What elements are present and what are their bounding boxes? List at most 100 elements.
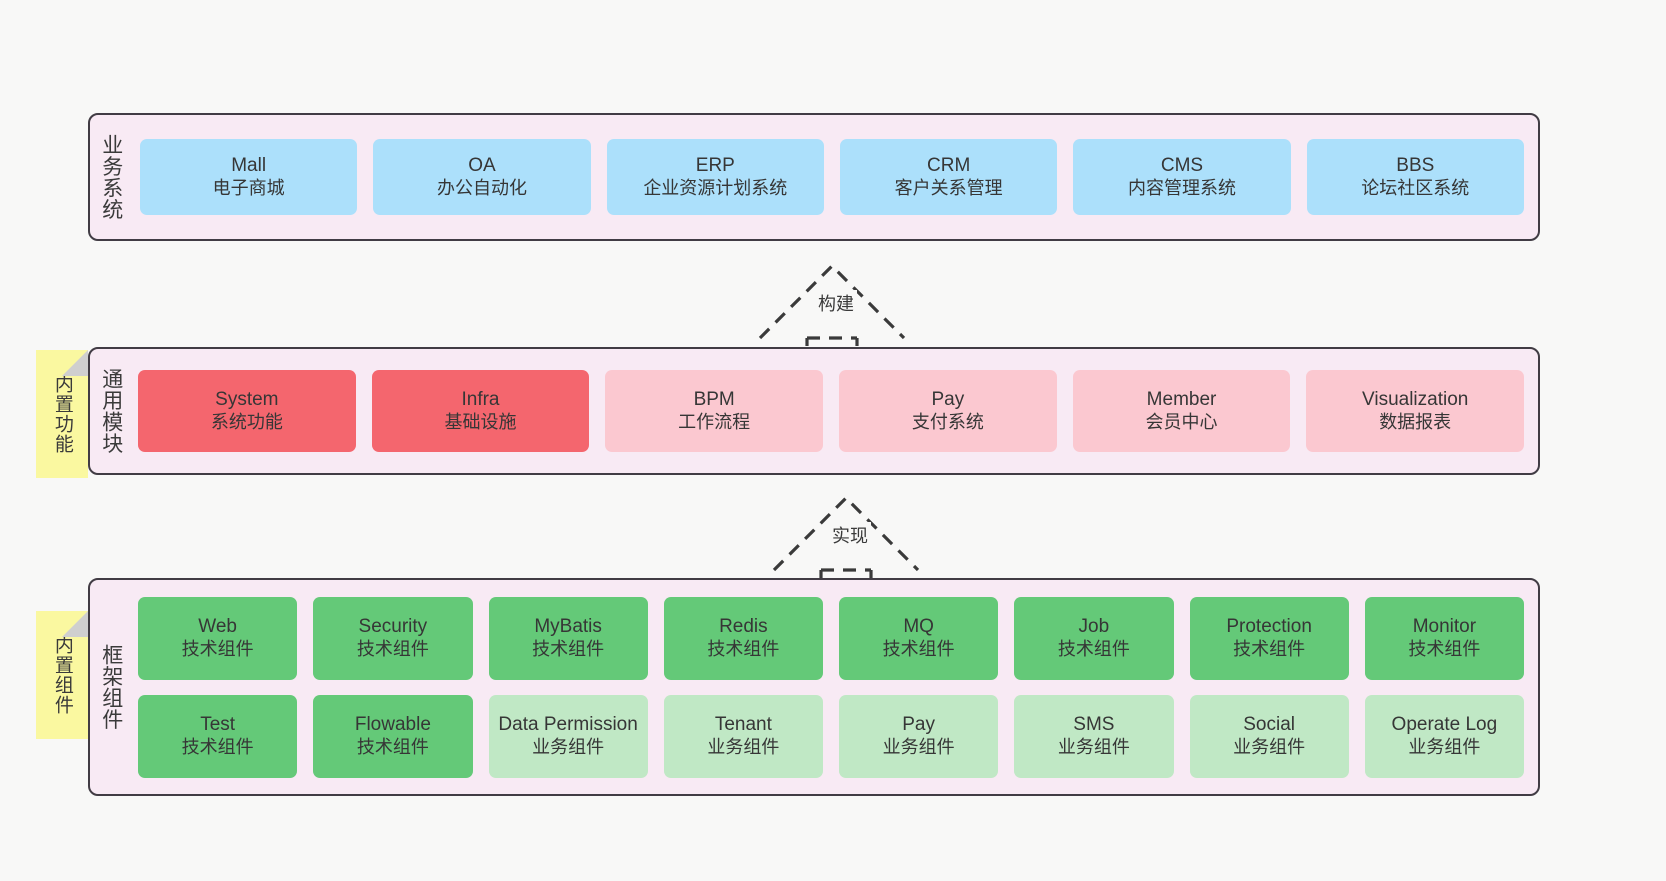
card-subtitle: 技术组件 bbox=[1057, 639, 1130, 660]
card-title: Test bbox=[200, 714, 236, 736]
card-subtitle: 会员中心 bbox=[1145, 412, 1218, 433]
card-title: Member bbox=[1146, 389, 1217, 411]
card-monitor[interactable]: Monitor 技术组件 bbox=[1364, 596, 1524, 680]
card-crm[interactable]: CRM 客户关系管理 bbox=[839, 139, 1058, 215]
card-web[interactable]: Web 技术组件 bbox=[138, 596, 298, 680]
layer-title-framework: 框架组件 bbox=[99, 644, 123, 730]
card-title: Redis bbox=[719, 616, 768, 638]
card-bpm[interactable]: BPM 工作流程 bbox=[605, 370, 824, 452]
card-subtitle: 工作流程 bbox=[678, 412, 751, 433]
card-mall[interactable]: Mall 电子商城 bbox=[140, 139, 358, 215]
card-system[interactable]: System 系统功能 bbox=[138, 370, 356, 452]
card-title: Visualization bbox=[1362, 389, 1469, 411]
card-title: Web bbox=[198, 616, 237, 638]
card-title: Social bbox=[1243, 714, 1295, 736]
card-pay-component[interactable]: Pay 业务组件 bbox=[839, 694, 999, 778]
card-title: Pay bbox=[931, 389, 965, 411]
layer-common-modules: 通用模块 System 系统功能 Infra 基础设施 BPM 工作流程 Pay… bbox=[88, 347, 1540, 475]
card-title: Tenant bbox=[714, 714, 772, 736]
card-job[interactable]: Job 技术组件 bbox=[1014, 596, 1174, 680]
card-operate-log[interactable]: Operate Log 业务组件 bbox=[1364, 694, 1524, 778]
card-subtitle: 业务组件 bbox=[1233, 737, 1306, 758]
card-subtitle: 技术组件 bbox=[181, 737, 254, 758]
card-tenant[interactable]: Tenant 业务组件 bbox=[663, 694, 823, 778]
card-subtitle: 业务组件 bbox=[1408, 737, 1481, 758]
card-title: OA bbox=[468, 155, 496, 177]
connector-label-implement: 实现 bbox=[829, 522, 871, 548]
card-title: Protection bbox=[1226, 616, 1312, 638]
card-security[interactable]: Security 技术组件 bbox=[313, 596, 473, 680]
card-subtitle: 技术组件 bbox=[882, 639, 955, 660]
card-row: Test 技术组件 Flowable 技术组件 Data Permission … bbox=[138, 694, 1524, 778]
card-title: Mall bbox=[231, 155, 267, 177]
card-mq[interactable]: MQ 技术组件 bbox=[839, 596, 999, 680]
card-title: SMS bbox=[1073, 714, 1115, 736]
layer-framework-components: 框架组件 Web 技术组件 Security 技术组件 MyBatis 技术组件… bbox=[88, 578, 1540, 796]
card-subtitle: 电子商城 bbox=[212, 178, 285, 199]
card-subtitle: 业务组件 bbox=[532, 737, 605, 758]
card-title: CMS bbox=[1160, 155, 1204, 177]
card-subtitle: 业务组件 bbox=[882, 737, 955, 758]
card-title: Flowable bbox=[354, 714, 431, 736]
card-mybatis[interactable]: MyBatis 技术组件 bbox=[488, 596, 648, 680]
card-subtitle: 数据报表 bbox=[1379, 412, 1452, 433]
card-member[interactable]: Member 会员中心 bbox=[1072, 370, 1291, 452]
sticky-note-builtin-components: 内置组件 bbox=[36, 611, 88, 739]
card-redis[interactable]: Redis 技术组件 bbox=[663, 596, 823, 680]
card-row: Mall 电子商城 OA 办公自动化 ERP 企业资源计划系统 CRM 客户关系… bbox=[140, 139, 1524, 215]
card-subtitle: 技术组件 bbox=[356, 639, 429, 660]
card-title: Job bbox=[1078, 616, 1110, 638]
card-subtitle: 企业资源计划系统 bbox=[643, 178, 788, 199]
card-title: Pay bbox=[902, 714, 935, 736]
card-protection[interactable]: Protection 技术组件 bbox=[1189, 596, 1349, 680]
card-sms[interactable]: SMS 业务组件 bbox=[1014, 694, 1174, 778]
layer-title-business: 业务系统 bbox=[99, 134, 123, 220]
card-flowable[interactable]: Flowable 技术组件 bbox=[313, 694, 473, 778]
card-subtitle: 技术组件 bbox=[356, 737, 429, 758]
card-title: BBS bbox=[1396, 155, 1435, 177]
card-infra[interactable]: Infra 基础设施 bbox=[371, 370, 590, 452]
connector-label-build: 构建 bbox=[815, 290, 857, 316]
card-title: Infra bbox=[461, 389, 500, 411]
card-bbs[interactable]: BBS 论坛社区系统 bbox=[1306, 139, 1524, 215]
layer-title-modules: 通用模块 bbox=[99, 368, 123, 454]
card-subtitle: 业务组件 bbox=[1057, 737, 1130, 758]
card-title: ERP bbox=[695, 155, 735, 177]
card-subtitle: 系统功能 bbox=[210, 412, 283, 433]
card-data-permission[interactable]: Data Permission 业务组件 bbox=[488, 694, 648, 778]
card-visualization[interactable]: Visualization 数据报表 bbox=[1306, 370, 1525, 452]
card-title: BPM bbox=[693, 389, 735, 411]
card-subtitle: 办公自动化 bbox=[436, 178, 527, 199]
card-cms[interactable]: CMS 内容管理系统 bbox=[1073, 139, 1291, 215]
card-title: Operate Log bbox=[1391, 714, 1498, 736]
card-subtitle: 技术组件 bbox=[1408, 639, 1481, 660]
card-row: Web 技术组件 Security 技术组件 MyBatis 技术组件 Redi… bbox=[138, 596, 1524, 680]
card-subtitle: 客户关系管理 bbox=[894, 178, 1003, 199]
card-subtitle: 技术组件 bbox=[1233, 639, 1306, 660]
card-title: CRM bbox=[927, 155, 971, 177]
card-title: Data Permission bbox=[498, 714, 638, 736]
card-title: MyBatis bbox=[534, 616, 602, 638]
card-social[interactable]: Social 业务组件 bbox=[1189, 694, 1349, 778]
layer-body-framework: Web 技术组件 Security 技术组件 MyBatis 技术组件 Redi… bbox=[132, 580, 1538, 794]
layer-body-modules: System 系统功能 Infra 基础设施 BPM 工作流程 Pay 支付系统… bbox=[132, 349, 1538, 473]
card-subtitle: 论坛社区系统 bbox=[1361, 178, 1470, 199]
card-subtitle: 技术组件 bbox=[707, 639, 780, 660]
card-subtitle: 业务组件 bbox=[707, 737, 780, 758]
card-subtitle: 技术组件 bbox=[181, 639, 254, 660]
card-pay-module[interactable]: Pay 支付系统 bbox=[839, 370, 1057, 452]
card-subtitle: 技术组件 bbox=[532, 639, 605, 660]
card-test[interactable]: Test 技术组件 bbox=[138, 694, 298, 778]
card-subtitle: 支付系统 bbox=[911, 412, 984, 433]
card-title: Monitor bbox=[1412, 616, 1477, 638]
layer-business-systems: 业务系统 Mall 电子商城 OA 办公自动化 ERP 企业资源计划系统 CRM… bbox=[88, 113, 1540, 241]
card-title: Security bbox=[358, 616, 428, 638]
card-row: System 系统功能 Infra 基础设施 BPM 工作流程 Pay 支付系统… bbox=[138, 370, 1525, 452]
card-subtitle: 内容管理系统 bbox=[1127, 178, 1236, 199]
sticky-note-builtin-features: 内置功能 bbox=[36, 350, 88, 478]
card-erp[interactable]: ERP 企业资源计划系统 bbox=[606, 139, 824, 215]
layer-body-business: Mall 电子商城 OA 办公自动化 ERP 企业资源计划系统 CRM 客户关系… bbox=[132, 115, 1538, 239]
card-title: System bbox=[215, 389, 279, 411]
card-oa[interactable]: OA 办公自动化 bbox=[373, 139, 591, 215]
